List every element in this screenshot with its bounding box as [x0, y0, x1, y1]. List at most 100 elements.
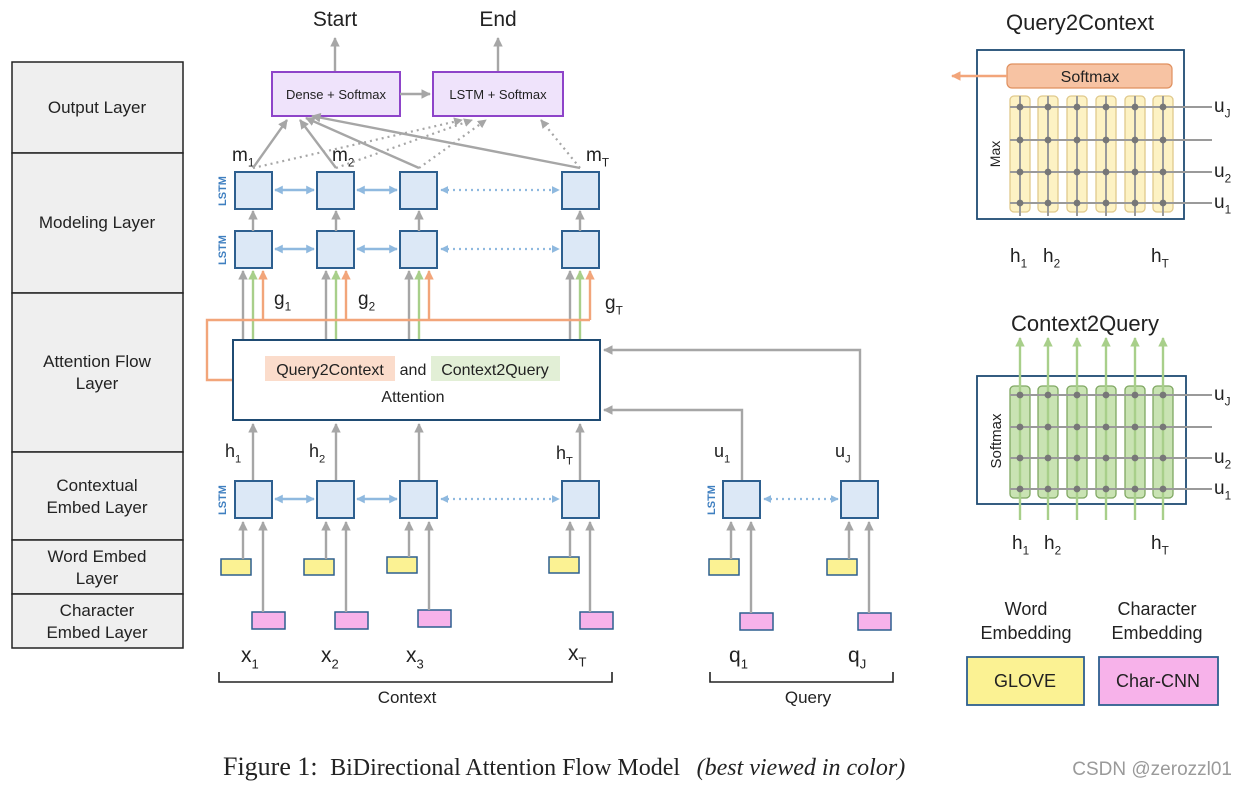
u-label-0: u1 [714, 441, 730, 465]
c2q_panel-row-label-0: uJ [1214, 384, 1231, 409]
c2q_panel-dot-3-1 [1102, 423, 1110, 431]
c2q_panel-col-label-1: h2 [1044, 533, 1061, 558]
c2q_panel-dot-1-2 [1044, 454, 1052, 462]
context-label: Context [378, 688, 437, 707]
q2c_panel-dot-1-0 [1044, 103, 1052, 111]
q-labels: q1 qJ [729, 644, 866, 671]
layer-box-attention [11, 292, 184, 453]
layer-box-char [11, 593, 184, 649]
q2c_panel-dot-4-3 [1131, 199, 1139, 207]
x-label-3: xT [568, 642, 587, 669]
c2q_panel-dot-4-3 [1131, 485, 1139, 493]
c2q_panel-dot-0-2 [1016, 454, 1024, 462]
c2q_panel-dot-3-2 [1102, 454, 1110, 462]
q2c_panel-col-label-1: h2 [1043, 246, 1060, 271]
c2q_panel-dot-0-1 [1016, 423, 1024, 431]
c2q_panel-row-label-1: u2 [1214, 447, 1231, 472]
layer-label-0-line-0: Output Layer [48, 98, 147, 117]
q2c_panel-dot-2-0 [1073, 103, 1081, 111]
lstm-label-modeling-1: LSTM [217, 176, 229, 206]
lstm-label-query: LSTM [706, 485, 718, 515]
query-label: Query [785, 688, 832, 707]
modeling-vertical-arrows [248, 210, 585, 231]
h-label-1: h2 [309, 441, 325, 465]
layer-label-3-line-0: Contextual [56, 476, 137, 495]
legend-glove-box [966, 656, 1085, 706]
dense-softmax-box [271, 71, 401, 117]
figure-caption: Figure 1: BiDirectional Attention Flow M… [223, 752, 905, 781]
q2c_panel-dot-3-2 [1102, 168, 1110, 176]
modeling-lstm-row-2 [234, 230, 600, 269]
layer-label-2-line-1: Layer [76, 374, 119, 393]
context-bracket [218, 672, 613, 683]
caption-note: (best viewed in color) [697, 755, 906, 781]
q2c_panel-dot-5-0 [1159, 103, 1167, 111]
lstm-label-context: LSTM [217, 485, 229, 515]
contextual-to-attention-arrows [248, 423, 585, 481]
q2c_panel-dot-3-1 [1102, 136, 1110, 144]
c2q_panel-dot-3-3 [1102, 485, 1110, 493]
c2q_panel-dot-2-3 [1073, 485, 1081, 493]
c2q-panel-title: Context2Query [1011, 311, 1159, 336]
q2c_panel-dot-5-2 [1159, 168, 1167, 176]
layer-label-2-line-0: Attention Flow [43, 352, 151, 371]
dense-softmax-label: Dense + Softmax [286, 87, 387, 102]
q2c_panel-dot-5-1 [1159, 136, 1167, 144]
h-label-2: hT [556, 443, 573, 467]
layer-label-5-line-0: Character [60, 601, 135, 620]
legend-glove-label: GLOVE [994, 671, 1056, 691]
x-label-2: x3 [406, 644, 424, 671]
attention-q2c-text: Query2Context [276, 362, 384, 379]
c2q_panel-dot-4-0 [1131, 391, 1139, 399]
q-label-0: q1 [729, 644, 748, 671]
q2c-softmax-label: Softmax [1061, 69, 1120, 86]
q2c_panel-row-label-2: u1 [1214, 192, 1231, 217]
q2c_panel-dot-0-0 [1016, 103, 1024, 111]
legend-char-line2: Embedding [1111, 623, 1202, 643]
lstm-softmax-label: LSTM + Softmax [449, 87, 547, 102]
c2q_panel-dot-5-1 [1159, 423, 1167, 431]
g-label-0: g1 [274, 289, 291, 314]
context-embeddings [220, 521, 614, 630]
c2q_panel-col-label-0: h1 [1012, 533, 1029, 558]
layer-box-contextual [11, 451, 184, 541]
q2c_panel-dot-0-3 [1016, 199, 1024, 207]
q2c_panel-col-label-2: hT [1151, 246, 1169, 271]
q2c_panel-dot-3-0 [1102, 103, 1110, 111]
query-bracket [709, 672, 894, 683]
q2c_panel-row-label-1: u2 [1214, 161, 1231, 186]
q2c_panel-dot-0-2 [1016, 168, 1024, 176]
q-label-1: qJ [848, 644, 866, 671]
q2c_panel-dot-3-3 [1102, 199, 1110, 207]
contextual-lstm-row [234, 480, 600, 519]
attention-line2: Attention [381, 389, 444, 406]
layer-box-modeling [11, 152, 184, 294]
q2c_panel-row-label-0: uJ [1214, 96, 1231, 121]
x-label-0: x1 [241, 644, 259, 671]
c2q_panel-row-label-2: u1 [1214, 478, 1231, 503]
q2c_panel-dot-1-1 [1044, 136, 1052, 144]
m-label-1: m2 [332, 145, 354, 170]
x-label-1: x2 [321, 644, 339, 671]
layer-label-4-line-0: Word Embed [48, 547, 147, 566]
attention-and-text: and [400, 362, 427, 379]
c2q_panel-dot-4-2 [1131, 454, 1139, 462]
c2q_panel-dot-1-3 [1044, 485, 1052, 493]
c2q_panel-dot-4-1 [1131, 423, 1139, 431]
query-to-attention-arrows [603, 345, 862, 480]
q2c_panel-dot-5-3 [1159, 199, 1167, 207]
c2q-highlight [431, 356, 560, 381]
c2q_panel-dot-1-0 [1044, 391, 1052, 399]
lstm-label-modeling-2: LSTM [217, 235, 229, 265]
legend-char-line1: Character [1117, 599, 1196, 619]
x-labels: x1 x2 x3 xT [241, 642, 587, 671]
c2q_panel-dot-2-0 [1073, 391, 1081, 399]
layer-label-5-line-1: Embed Layer [46, 623, 147, 642]
g-label-2: gT [605, 293, 623, 318]
